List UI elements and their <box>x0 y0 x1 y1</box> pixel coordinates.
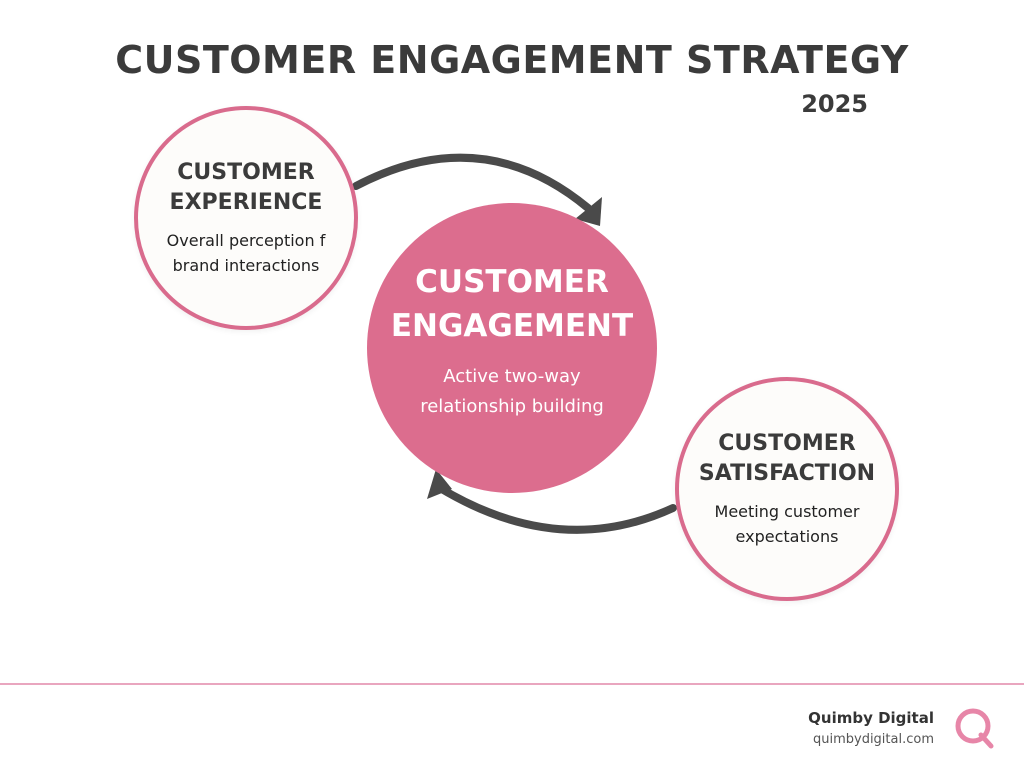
diagram-title: CUSTOMER ENGAGEMENT STRATEGY <box>115 38 909 82</box>
customer-satisfaction-title: CUSTOMER SATISFACTION <box>698 431 876 486</box>
arrow-experience-to-engagement <box>352 153 602 226</box>
customer-satisfaction-circle: CUSTOMER SATISFACTION Meeting customer e… <box>675 377 899 601</box>
customer-experience-title: CUSTOMER EXPERIENCE <box>169 160 323 215</box>
customer-experience-description: Overall perception f brand interactions <box>166 231 326 275</box>
company-name: Quimby Digital <box>808 709 934 727</box>
footer-divider <box>0 683 1024 685</box>
company-website: quimbydigital.com <box>812 732 934 747</box>
q-logo-icon <box>955 708 994 749</box>
arrow-satisfaction-to-engagement <box>427 469 677 534</box>
customer-engagement-circle: CUSTOMER ENGAGEMENT Active two-way relat… <box>367 203 657 493</box>
customer-engagement-title: CUSTOMER ENGAGEMENT <box>390 264 634 344</box>
year-label: 2025 <box>801 90 868 118</box>
customer-satisfaction-description: Meeting customer expectations <box>714 502 860 546</box>
customer-engagement-description: Active two-way relationship building <box>420 366 604 417</box>
customer-experience-circle: CUSTOMER EXPERIENCE Overall perception f… <box>134 106 358 330</box>
